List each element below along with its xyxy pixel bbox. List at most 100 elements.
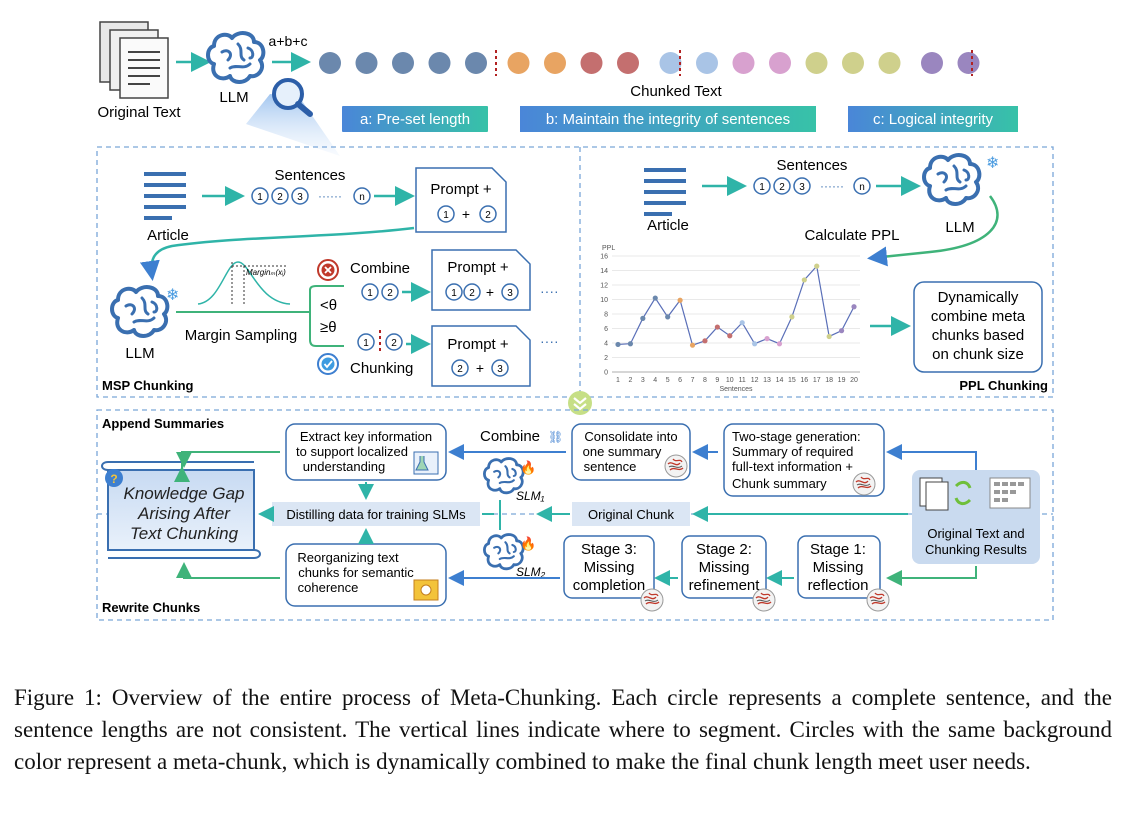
append-summaries-title: Append Summaries: [102, 416, 224, 431]
sentence-dot: [544, 52, 566, 74]
brain-icon-stage3: [640, 588, 664, 612]
svg-text:Reorganizing text: Reorganizing text: [297, 550, 399, 565]
svg-text:Missing: Missing: [699, 559, 750, 576]
ppl-point: [838, 328, 845, 334]
reorg-to-kg: [176, 562, 280, 579]
extract-to-kg: [176, 451, 280, 468]
svg-text:reflection: reflection: [808, 577, 869, 594]
svg-text:Consolidate into: Consolidate into: [584, 429, 677, 444]
svg-text:2: 2: [391, 338, 397, 349]
chart-xlabel: Sentences: [719, 386, 753, 393]
sentence-dot: [769, 52, 791, 74]
stage3-text: Stage 3: Missing completion: [573, 541, 646, 594]
ppl-return-arrow: [867, 195, 999, 267]
ppl-point: [727, 333, 733, 339]
x-tick-label: 1: [616, 377, 620, 384]
ppl-article-label: Article: [647, 217, 689, 234]
fire-icon-2: 🔥: [520, 536, 536, 551]
bottom-panel: [96, 409, 1054, 621]
svg-text:······: ······: [820, 179, 844, 193]
svg-text:Summary of required: Summary of required: [732, 444, 853, 459]
svg-text:+: +: [462, 206, 470, 222]
otcr-to-twostage: [886, 444, 977, 470]
ppl-point: [640, 315, 646, 321]
y-tick-label: 16: [600, 254, 608, 261]
stage1-box: [797, 535, 881, 599]
msp-llm-brain-icon: [110, 285, 170, 338]
tag-c-label: c: Logical integrity: [873, 111, 994, 128]
snowflake-icon-msp: ❄: [166, 287, 179, 304]
twostage-box: [723, 423, 885, 497]
ppl-point: [789, 314, 795, 320]
knowledge-gap-scroll: ?: [101, 461, 261, 559]
slm2-brain-icon: [482, 533, 525, 571]
svg-text:1: 1: [451, 288, 457, 299]
ppl-point: [652, 295, 658, 301]
x-tick-label: 12: [751, 377, 759, 384]
tag-b-label: b: Maintain the integrity of sentences: [546, 111, 790, 128]
sentence-dot: [465, 52, 487, 74]
x-tick-label: 7: [691, 377, 695, 384]
combine-label-msp: Combine: [350, 260, 410, 277]
svg-text:on chunk size: on chunk size: [932, 346, 1024, 363]
svg-text:Stage 1:: Stage 1:: [810, 541, 866, 558]
x-tick-label: 4: [653, 377, 657, 384]
ppl-series-line: [617, 264, 855, 346]
msp-prompt-box-1: [415, 167, 507, 233]
chunked-text-label: Chunked Text: [630, 83, 722, 100]
ppl-point: [801, 277, 807, 283]
x-tick-label: 20: [850, 377, 858, 384]
x-tick-label: 18: [825, 377, 833, 384]
margin-curve: Marginₘ(xᵢ): [197, 261, 291, 305]
msp-prompt-3-title: Prompt +: [447, 336, 509, 353]
msp-prompt-1-title: Prompt +: [430, 181, 492, 198]
ppl-llm-brain-icon: [922, 153, 982, 206]
svg-text:Knowledge Gap: Knowledge Gap: [124, 484, 245, 503]
svg-text:2: 2: [277, 192, 283, 203]
svg-text:Chunk summary: Chunk summary: [732, 476, 827, 491]
sentence-dot: [355, 52, 378, 74]
distill-box: [272, 502, 480, 526]
y-tick-label: 4: [604, 341, 608, 348]
sentence-dot: [392, 52, 414, 74]
sentence-dot: [696, 52, 718, 74]
msp-sentences-label: Sentences: [275, 167, 346, 184]
sentence-dot: [319, 52, 341, 74]
svg-text:Dynamically: Dynamically: [938, 289, 1019, 306]
svg-text:combine meta: combine meta: [931, 308, 1026, 325]
figure-caption: Figure 1: Overview of the entire process…: [14, 685, 1112, 774]
extract-box: [285, 423, 447, 481]
svg-text:2: 2: [469, 288, 475, 299]
y-tick-label: 0: [604, 370, 608, 377]
chevron-down-icon: [568, 391, 592, 415]
reorganize-text: Reorganizing text chunks for semantic co…: [297, 550, 414, 595]
original-text-icon: [99, 21, 169, 99]
svg-text:completion: completion: [573, 577, 646, 594]
svg-text:understanding: understanding: [303, 459, 385, 474]
svg-text:refinement: refinement: [689, 577, 761, 594]
combine-x-icon: [317, 259, 339, 281]
msp-llm-label: LLM: [125, 345, 154, 362]
svg-text:?: ?: [110, 472, 117, 486]
ge-theta: ≥θ: [320, 319, 337, 336]
meta-chunking-figure: Original Text LLM a+b+c Chunked Text a: …: [96, 21, 1054, 621]
msp-branch: [304, 285, 344, 347]
x-tick-label: 8: [703, 377, 707, 384]
ppl-point: [665, 314, 671, 320]
sentence-dot: [659, 52, 682, 74]
svg-text:3: 3: [507, 288, 513, 299]
msp-prompt-2-title: Prompt +: [447, 259, 509, 276]
ppl-point: [776, 341, 783, 347]
svg-text:sentence: sentence: [584, 459, 637, 474]
svg-text:Stage 3:: Stage 3:: [581, 541, 637, 558]
svg-text:Arising After: Arising After: [137, 504, 231, 523]
twostage-text: Two-stage generation: Summary of require…: [732, 429, 861, 491]
brain-icon-consolidate: [664, 454, 688, 478]
svg-text:1: 1: [759, 182, 765, 193]
sentence-dot: [921, 52, 943, 74]
link-icon: ⛓: [548, 430, 563, 444]
ppl-article-icon: [644, 168, 686, 216]
sentence-dot: [732, 52, 755, 74]
fire-icon-1: 🔥: [520, 460, 536, 475]
